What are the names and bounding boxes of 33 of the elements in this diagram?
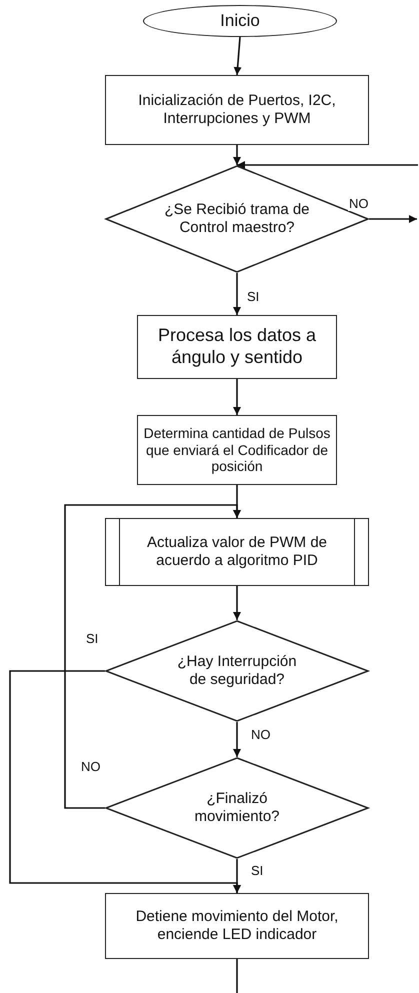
arrow bbox=[237, 161, 418, 169]
node-text: Determina cantidad de Pulsos que enviará el Codificador de posición bbox=[142, 424, 332, 476]
subprocess-box bbox=[105, 518, 369, 586]
arrow bbox=[233, 586, 241, 620]
arrow bbox=[234, 36, 242, 76]
decision-diamond bbox=[105, 165, 369, 273]
arrow bbox=[233, 273, 241, 315]
edge-label: SI bbox=[250, 864, 264, 878]
edge-label: NO bbox=[348, 197, 370, 212]
node-text: ¿Se Recibió trama de Control maestro? bbox=[163, 201, 311, 237]
node-text: Procesa los datos a ángulo y sentido bbox=[156, 325, 318, 369]
node-text: Inicio bbox=[220, 10, 260, 32]
node-text: Inicialización de Puertos, I2C, Interrupciones y PWM bbox=[137, 92, 337, 128]
arrow bbox=[64, 504, 241, 809]
arrow bbox=[233, 145, 241, 165]
arrow bbox=[233, 722, 241, 757]
node-text: ¿Finalizó movimiento? bbox=[193, 790, 281, 826]
node-text: Actualiza valor de PWM de acuerdo a algoritmo PID bbox=[146, 534, 328, 570]
process-box bbox=[105, 75, 369, 145]
edge-label: SI bbox=[246, 290, 260, 304]
process-box bbox=[137, 315, 337, 379]
arrow bbox=[233, 859, 241, 893]
arrow bbox=[233, 379, 241, 415]
node-text: ¿Hay Interrupción de seguridad? bbox=[176, 653, 298, 689]
decision-diamond bbox=[105, 757, 369, 859]
process-box bbox=[105, 893, 369, 959]
process-box bbox=[137, 415, 337, 485]
arrow bbox=[369, 215, 417, 223]
edge-label: NO bbox=[80, 760, 102, 774]
edge-label: SI bbox=[85, 632, 100, 646]
edge-label: NO bbox=[250, 728, 272, 742]
decision-diamond bbox=[105, 620, 369, 722]
node-text: Detiene movimiento del Motor, enciende LED indicador bbox=[134, 908, 340, 944]
